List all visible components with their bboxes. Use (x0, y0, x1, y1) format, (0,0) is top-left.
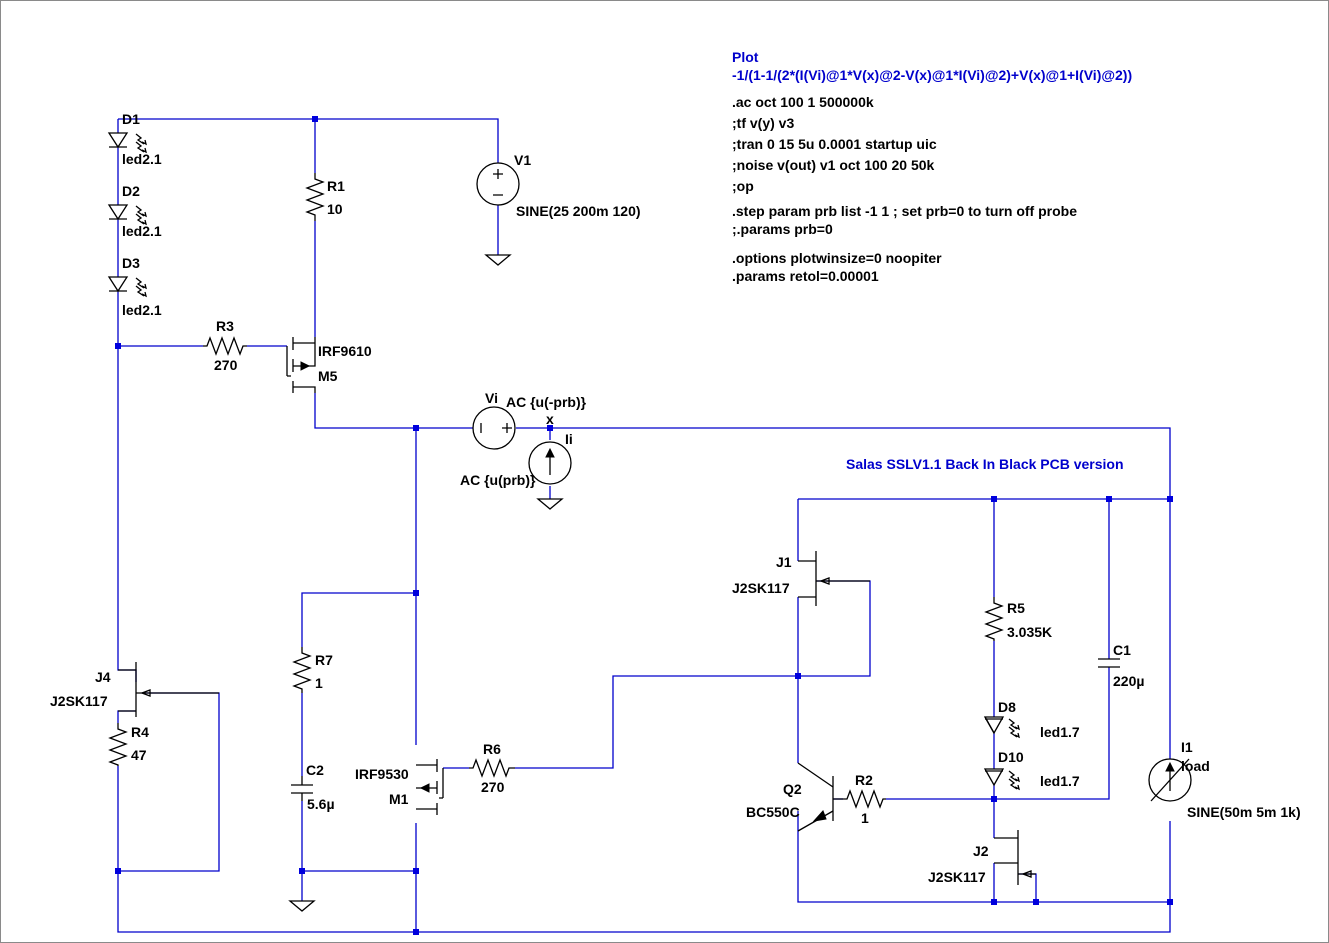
r1-ref: R1 (327, 178, 345, 194)
j4-value: J2SK117 (50, 693, 108, 709)
voltage-source-v1[interactable] (476, 162, 520, 206)
r4-value: 47 (131, 747, 147, 763)
r7-ref: R7 (315, 652, 333, 668)
spice-directives: Plot -1/(1-1/(2*(I(Vi)@1*V(x)@2-V(x)@1*I… (732, 49, 1132, 472)
capacitor-c2[interactable] (291, 776, 313, 801)
c2-value: 5.6µ (307, 796, 335, 812)
directive-params-prb: ;.params prb=0 (732, 221, 833, 237)
r3-ref: R3 (216, 318, 234, 334)
led-d1[interactable] (107, 132, 147, 154)
ii-ref: Ii (565, 431, 573, 447)
led-d10[interactable] (983, 768, 1020, 791)
r2-ref: R2 (855, 772, 873, 788)
d10-ref: D10 (998, 749, 1024, 765)
d2-ref: D2 (122, 183, 140, 199)
d3-value: led2.1 (122, 302, 162, 318)
voltage-source-vi[interactable] (472, 406, 516, 450)
d3-ref: D3 (122, 255, 140, 271)
mosfet-m5[interactable] (286, 337, 316, 393)
jfet-j2[interactable] (994, 830, 1036, 885)
ground-v1 (484, 254, 512, 266)
directive-tran: ;tran 0 15 5u 0.0001 startup uic (732, 136, 937, 152)
led-d8[interactable] (983, 716, 1020, 739)
vi-ref: Vi (485, 390, 498, 406)
m5-ref: M5 (318, 368, 338, 384)
c1-value: 220µ (1113, 673, 1144, 689)
junctions (115, 116, 1173, 935)
m1-value: IRF9530 (355, 766, 409, 782)
directive-params-retol: .params retol=0.00001 (732, 268, 879, 284)
ii-value: AC {u(prb)} (460, 472, 536, 488)
j2-value: J2SK117 (928, 869, 986, 885)
wires (117, 118, 1171, 933)
net-label-x: x (546, 411, 554, 427)
j1-ref: J1 (776, 554, 792, 570)
jfet-j4[interactable] (118, 662, 219, 717)
directive-noise: ;noise v(out) v1 oct 100 20 50k (732, 157, 935, 173)
resistor-r4[interactable] (108, 723, 128, 766)
directive-tf: ;tf v(y) v3 (732, 115, 794, 131)
d2-value: led2.1 (122, 223, 162, 239)
plot-expression: -1/(1-1/(2*(I(Vi)@1*V(x)@2-V(x)@1*I(Vi)@… (732, 67, 1132, 83)
current-source-i1[interactable] (1148, 758, 1192, 802)
jfet-j1[interactable] (798, 551, 870, 606)
v1-ref: V1 (514, 152, 531, 168)
resistor-r5[interactable] (984, 597, 1004, 641)
m5-value: IRF9610 (318, 343, 372, 359)
schematic-title: Salas SSLV1.1 Back In Black PCB version (846, 456, 1124, 472)
r2-value: 1 (861, 810, 869, 826)
r6-value: 270 (481, 779, 505, 795)
r1-value: 10 (327, 201, 343, 217)
i1-extra: load (1181, 758, 1210, 774)
resistor-r2[interactable] (843, 789, 886, 809)
capacitor-c1[interactable] (1098, 658, 1120, 668)
i1-ref: I1 (1181, 739, 1193, 755)
r4-ref: R4 (131, 724, 149, 740)
r7-value: 1 (315, 675, 323, 691)
v1-value: SINE(25 200m 120) (516, 203, 641, 219)
j4-ref: J4 (95, 669, 111, 685)
d1-value: led2.1 (122, 151, 162, 167)
vi-value: AC {u(-prb)} (506, 394, 587, 410)
resistor-r1[interactable] (305, 173, 325, 221)
directive-step: .step param prb list -1 1 ; set prb=0 to… (732, 203, 1077, 219)
d8-value: led1.7 (1040, 724, 1080, 740)
j1-value: J2SK117 (732, 580, 790, 596)
q2-value: BC550C (746, 804, 800, 820)
i1-value: SINE(50m 5m 1k) (1187, 804, 1301, 820)
c1-ref: C1 (1113, 642, 1131, 658)
c2-ref: C2 (306, 762, 324, 778)
component-labels: D1 led2.1 D2 led2.1 D3 led2.1 R1 10 V1 S… (50, 111, 1301, 885)
m1-ref: M1 (389, 791, 409, 807)
resistor-r7[interactable] (292, 647, 312, 693)
current-source-ii[interactable] (528, 441, 572, 485)
resistor-r6[interactable] (469, 758, 515, 778)
directive-options: .options plotwinsize=0 noopiter (732, 250, 942, 266)
q2-ref: Q2 (783, 781, 802, 797)
j2-ref: J2 (973, 843, 989, 859)
directive-op: ;op (732, 178, 754, 194)
d10-value: led1.7 (1040, 773, 1080, 789)
d8-ref: D8 (998, 699, 1016, 715)
led-d3[interactable] (107, 276, 147, 298)
ground-c2 (288, 900, 316, 912)
transistor-q2[interactable] (797, 762, 843, 832)
d1-ref: D1 (122, 111, 140, 127)
mosfet-m1[interactable] (416, 759, 444, 815)
led-d2[interactable] (107, 204, 147, 226)
r5-ref: R5 (1007, 600, 1025, 616)
ground-ii (536, 498, 564, 510)
directive-ac: .ac oct 100 1 500000k (732, 94, 874, 110)
r6-ref: R6 (483, 741, 501, 757)
r3-value: 270 (214, 357, 238, 373)
r5-value: 3.035K (1007, 624, 1052, 640)
plot-title: Plot (732, 49, 759, 65)
resistor-r3[interactable] (203, 336, 247, 356)
